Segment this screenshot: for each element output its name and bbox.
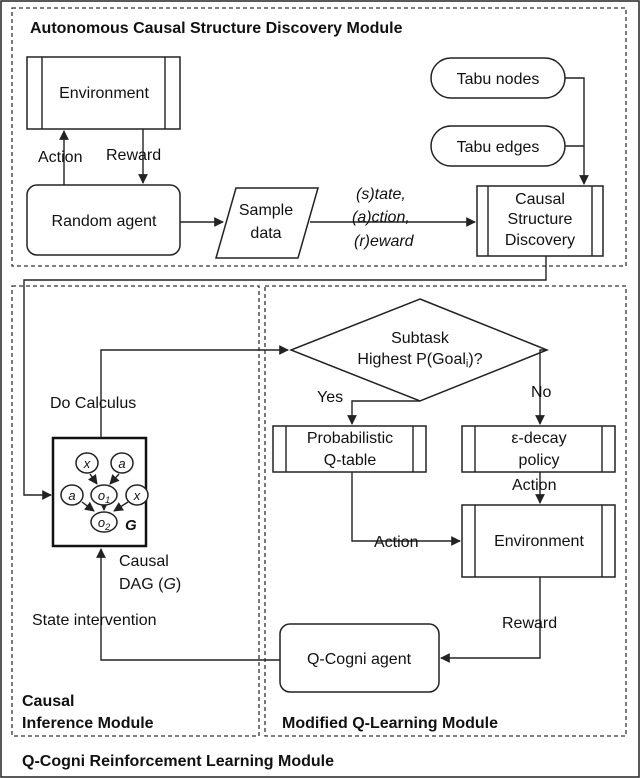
csd-node: Causal Structure Discovery — [476, 185, 604, 257]
csd-to-dag-arrow — [23, 256, 547, 500]
no-label: No — [531, 384, 552, 401]
decision-label-line2: Highest P(Goali)? — [357, 351, 482, 370]
sample-data-label-line2: data — [250, 225, 281, 242]
dag-node-a-top: a — [110, 452, 134, 474]
environment-top-node: Environment — [26, 56, 181, 130]
environment-bottom-node: Environment — [461, 504, 616, 578]
random-agent-label: Random agent — [52, 213, 158, 230]
environment-bottom-label: Environment — [494, 533, 584, 550]
sar-label-line3: (r)eward — [354, 233, 415, 250]
dag-edges — [81, 473, 129, 512]
qcogni-module-title: Q-Cogni Reinforcement Learning Module — [22, 753, 334, 770]
random-agent-node: Random agent — [26, 184, 181, 256]
reward-bottom-label: Reward — [502, 615, 557, 632]
reward-top-label: Reward — [106, 147, 161, 164]
qcogni-agent-node: Q-Cogni agent — [279, 623, 440, 693]
csd-label-line2: Structure — [508, 211, 573, 228]
action-top-label: Action — [38, 149, 82, 166]
dag-node-o1: o1 — [90, 484, 118, 506]
tabu-edges-label: Tabu edges — [457, 139, 540, 156]
svg-text:x: x — [83, 456, 91, 471]
pq-label-line1: Probabilistic — [307, 430, 393, 447]
dag-g-label: G — [125, 517, 137, 534]
qcogni-agent-label: Q-Cogni agent — [307, 651, 412, 668]
mql-module-container — [264, 285, 627, 737]
tabu-edges-node: Tabu edges — [430, 125, 566, 167]
dag-node-x-right: x — [125, 484, 149, 506]
sample-data-node: Sample data — [215, 187, 319, 259]
sar-label-line1: (s)tate, — [356, 186, 406, 203]
do-calculus-label: Do Calculus — [50, 395, 136, 412]
csd-label-line3: Discovery — [505, 232, 575, 249]
yes-label: Yes — [317, 389, 343, 406]
tabu-nodes-node: Tabu nodes — [430, 57, 566, 99]
environment-top-label: Environment — [59, 85, 149, 102]
env-to-agent-arrow — [440, 577, 541, 663]
svg-text:a: a — [68, 488, 75, 503]
svg-text:a: a — [118, 456, 125, 471]
dag-caption-line1: Causal — [119, 553, 169, 570]
cim-module-title-line2: Inference Module — [22, 715, 154, 732]
acsd-module-title: Autonomous Causal Structure Discovery Mo… — [30, 20, 403, 37]
state-intervention-label: State intervention — [32, 612, 157, 629]
pq-label-line2: Q-table — [324, 452, 377, 469]
cim-module-container — [11, 285, 260, 737]
svg-text:x: x — [133, 488, 141, 503]
dag-caption-line2: DAG (G) — [119, 576, 181, 593]
svg-text:o2: o2 — [98, 515, 110, 532]
cim-module-title-line1: Causal — [22, 693, 74, 710]
dag-node-x-top: x — [75, 452, 99, 474]
probabilistic-qtable-node: Probabilistic Q-table — [272, 425, 427, 473]
eps-label-line1: ε-decay — [511, 430, 566, 447]
tabu-nodes-label: Tabu nodes — [457, 71, 540, 88]
mql-module-title: Modified Q-Learning Module — [282, 715, 498, 732]
action-eps-label: Action — [512, 477, 556, 494]
state-intervention-arrow — [96, 548, 280, 661]
decision-label-line1: Subtask — [391, 330, 450, 347]
epsilon-decay-policy-node: ε-decay policy — [461, 425, 616, 473]
csd-label-line1: Causal — [515, 191, 565, 208]
sar-label-line2: (a)ction, — [352, 209, 410, 226]
yes-branch-arrow — [347, 400, 420, 425]
sample-data-label-line1: Sample — [239, 202, 293, 219]
no-branch-arrow — [535, 349, 547, 425]
eps-label-line2: policy — [519, 452, 560, 469]
decision-node: Subtask Highest P(Goali)? — [288, 298, 550, 402]
tabu-nodes-to-csd-arrow — [565, 77, 589, 185]
svg-text:o1: o1 — [98, 488, 110, 505]
acsd-module-container — [11, 7, 627, 267]
qtable-to-env-arrow — [351, 472, 461, 546]
do-calculus-arrow — [100, 345, 289, 438]
action-pq-label: Action — [374, 534, 418, 551]
dag-node-a-left: a — [60, 484, 84, 506]
causal-dag-node: x a a o1 x o2 G — [51, 436, 149, 548]
dag-node-o2: o2 — [90, 511, 118, 533]
